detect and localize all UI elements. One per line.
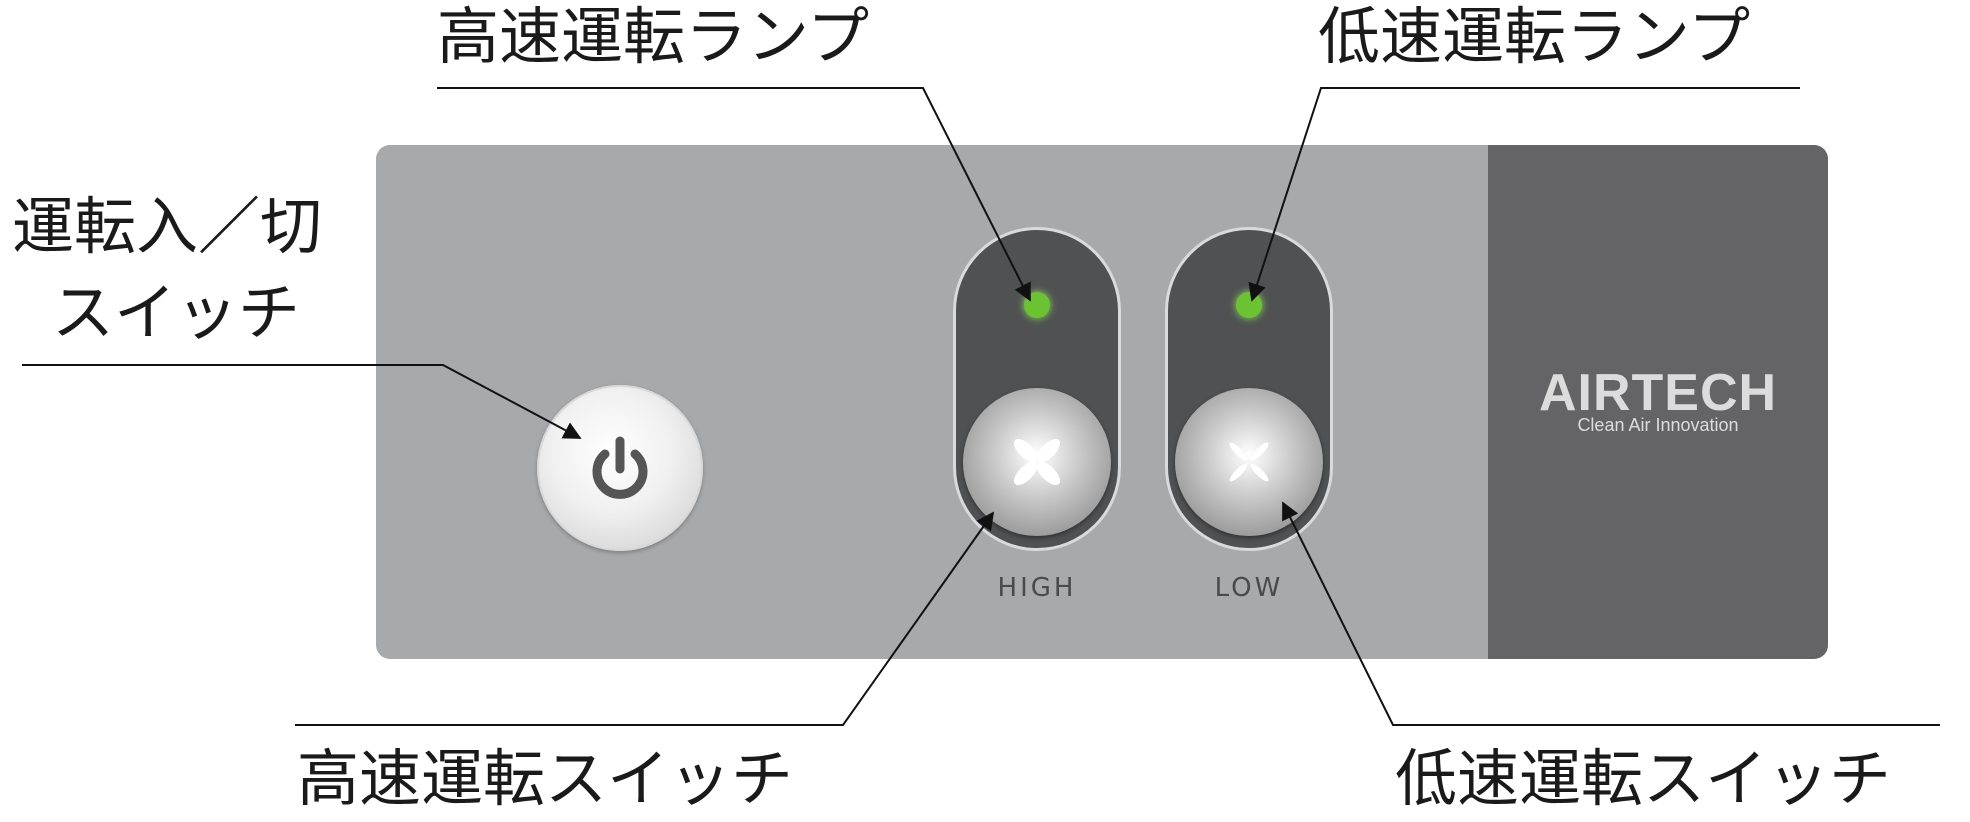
low-speed-capsule xyxy=(1165,227,1333,551)
callout-low-speed-lamp: 低速運転ランプ xyxy=(1318,0,1751,73)
power-icon xyxy=(592,436,648,499)
brand-logo: AIRTECH xyxy=(1538,364,1778,422)
high-speed-switch-button[interactable] xyxy=(963,388,1111,536)
callout-power-switch-line1: 運転入／切 xyxy=(12,190,323,263)
brand-area: AIRTECH Clean Air Innovation xyxy=(1488,145,1828,659)
control-panel: HIGH LOW AIRTECH Clean Air Innovation xyxy=(376,145,1828,659)
low-speed-switch-button[interactable] xyxy=(1175,388,1323,536)
low-speed-lamp xyxy=(1236,292,1262,318)
high-speed-capsule xyxy=(953,227,1121,551)
fan-large-icon xyxy=(1013,438,1061,486)
high-speed-lamp xyxy=(1024,292,1050,318)
callout-power-switch-line2: スイッチ xyxy=(52,276,301,349)
low-speed-label: LOW xyxy=(1214,573,1284,603)
power-switch-button[interactable] xyxy=(537,385,703,551)
callout-high-speed-switch: 高速運転スイッチ xyxy=(297,742,794,815)
callout-low-speed-switch: 低速運転スイッチ xyxy=(1395,742,1892,815)
high-speed-label: HIGH xyxy=(997,573,1077,603)
brand-tagline: Clean Air Innovation xyxy=(1577,415,1739,435)
callout-high-speed-lamp: 高速運転ランプ xyxy=(437,0,870,73)
fan-small-icon xyxy=(1229,442,1269,482)
